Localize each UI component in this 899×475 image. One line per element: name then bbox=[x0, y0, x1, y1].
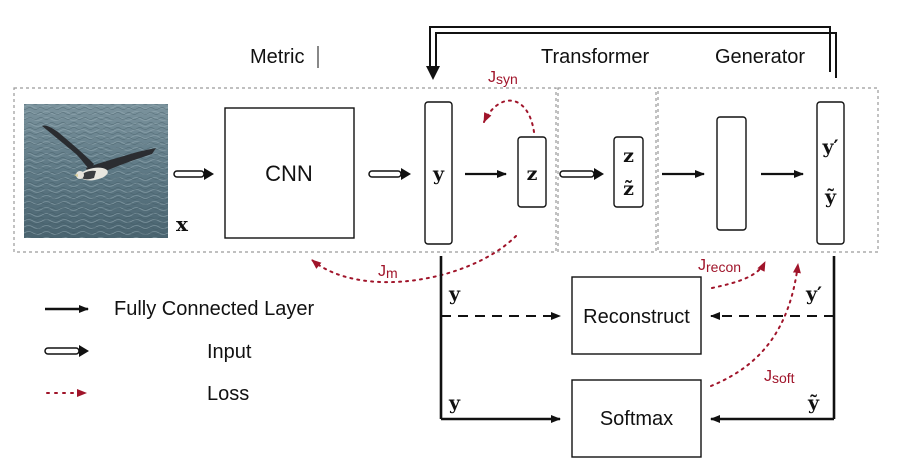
legend-fc-label: Fully Connected Layer bbox=[114, 298, 314, 320]
bird-photo-image bbox=[24, 104, 168, 238]
loss-arrow-m bbox=[311, 235, 517, 284]
reconstruct-label: Reconstruct bbox=[583, 306, 690, 328]
transformed-z-label: z bbox=[623, 145, 634, 167]
input-x-label: x bbox=[176, 212, 189, 236]
output-bus-y-tilde-label: ỹ bbox=[807, 392, 820, 414]
embedding-y-box bbox=[424, 101, 453, 245]
reconstruct-box bbox=[571, 276, 702, 355]
input-bird-photo bbox=[24, 104, 168, 238]
legend-input-label: Input bbox=[207, 341, 252, 363]
latent-z-box bbox=[517, 136, 547, 208]
y-bus-label-bottom: y bbox=[448, 392, 461, 414]
generator-section-border bbox=[657, 87, 879, 253]
loss-label-m: Jm bbox=[378, 263, 398, 281]
output-bus-y-prime-label: y′ bbox=[805, 283, 822, 305]
loss-label-recon: Jrecon bbox=[698, 257, 741, 275]
latent-z-label: z bbox=[527, 163, 538, 185]
legend: Fully Connected Layer Input Loss bbox=[44, 298, 314, 405]
section-label-metric: Metric bbox=[250, 46, 304, 68]
section-label-generator: Generator bbox=[715, 46, 805, 68]
loss-arrow-syn bbox=[483, 99, 535, 133]
bird-icon bbox=[42, 125, 156, 181]
loss-arrow-recon bbox=[711, 261, 766, 289]
generator-hidden-box bbox=[716, 116, 747, 231]
feedback-arrowhead bbox=[426, 66, 440, 80]
loss-label-soft: Jsoft bbox=[764, 368, 795, 386]
cnn-box bbox=[224, 107, 355, 239]
metric-section-border bbox=[13, 87, 557, 253]
transformer-section-border bbox=[557, 87, 657, 253]
softmax-box bbox=[571, 379, 702, 458]
embedding-y-label: y bbox=[432, 163, 445, 185]
cnn-label: CNN bbox=[265, 161, 313, 186]
input-arrow-z-to-transformer bbox=[559, 168, 604, 180]
output-y-tilde-label: ỹ bbox=[824, 186, 837, 208]
section-label-transformer: Transformer bbox=[541, 46, 650, 68]
generator-output-box bbox=[816, 101, 845, 245]
y-bus-label-top: y bbox=[448, 283, 461, 305]
input-arrow-image-to-cnn bbox=[173, 168, 214, 180]
loss-label-syn: Jsyn bbox=[488, 69, 518, 87]
legend-loss-label: Loss bbox=[207, 383, 249, 405]
transformed-z-tilde-label: z̃ bbox=[623, 178, 634, 200]
transformed-z-box bbox=[613, 136, 644, 208]
input-arrow-cnn-to-y bbox=[368, 168, 411, 180]
loss-arrow-soft bbox=[710, 263, 801, 387]
feedback-double-arrow bbox=[429, 26, 837, 78]
softmax-label: Softmax bbox=[600, 408, 673, 430]
output-y-prime-label: y′ bbox=[821, 136, 838, 158]
legend-input-arrow-icon bbox=[44, 345, 89, 357]
